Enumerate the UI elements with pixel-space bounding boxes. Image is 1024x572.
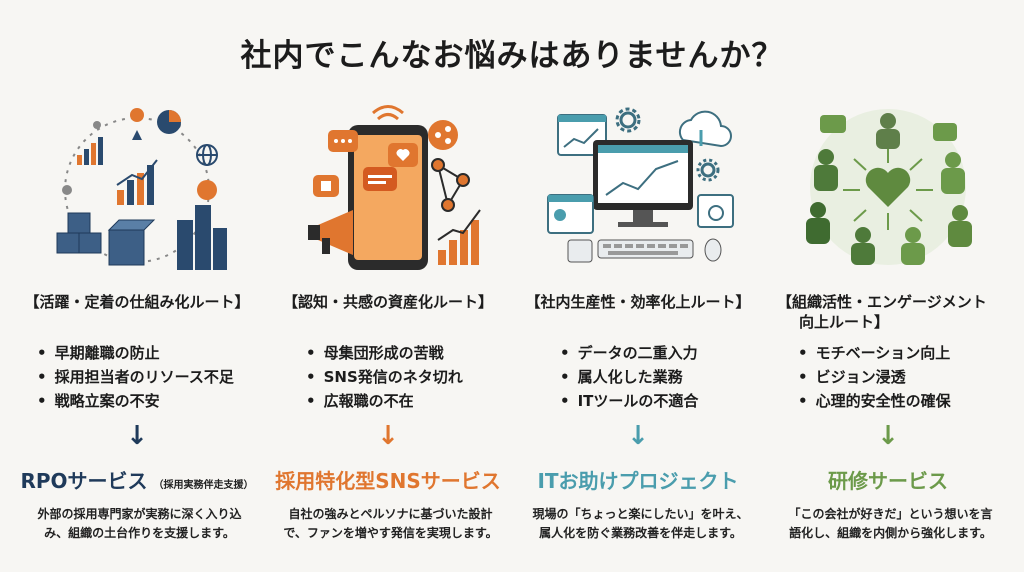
sns-smartphone-illustration	[308, 105, 481, 270]
desc-line: で、ファンを増やす発信を実現します。	[283, 526, 498, 540]
list-item: モチベーション向上	[798, 341, 951, 365]
list-item: 広報職の不在	[306, 389, 463, 413]
route-line: 【組織活性・エンゲージメント	[777, 293, 987, 311]
column-it: 【社内生産性・効率化上ルート】 データの二重入力 属人化した業務 ITツールの不…	[513, 95, 763, 565]
service-description: 自社の強みとペルソナに基づいた設計 で、ファンを増やす発信を実現します。	[268, 505, 513, 543]
down-arrow-icon: ↓	[377, 421, 399, 451]
page-title: 社内でこんなお悩みはありませんか？	[240, 38, 784, 74]
route-label: 【組織活性・エンゲージメント 向上ルート】	[763, 292, 1013, 332]
desc-line: み、組織の土台作りを支援します。	[44, 526, 235, 540]
list-item: データの二重入力	[560, 341, 698, 365]
route-label: 【社内生産性・効率化上ルート】	[525, 293, 751, 311]
issue-list: 早期離職の防止 採用担当者のリソース不足 戦略立案の不安	[37, 341, 234, 413]
desc-line: 属人化を防ぐ業務改善を伴走します。	[539, 526, 742, 540]
issue-list: データの二重入力 属人化した業務 ITツールの不適合	[560, 341, 699, 413]
down-arrow-icon: ↓	[126, 421, 148, 451]
column-rpo: 【活躍・定着の仕組み化ルート】 早期離職の防止 採用担当者のリソース不足 戦略立…	[12, 95, 262, 565]
list-item: 母集団形成の苦戦	[306, 341, 463, 365]
route-label: 【活躍・定着の仕組み化ルート】	[24, 293, 250, 311]
list-item: 属人化した業務	[560, 365, 698, 389]
desc-line: 自社の強みとペルソナに基づいた設計	[288, 507, 493, 521]
service-description: 外部の採用専門家が実務に深く入り込 み、組織の土台作りを支援します。	[17, 505, 262, 543]
service-name: 研修サービス	[828, 469, 948, 493]
list-item: 心理的安全性の確保	[798, 389, 951, 413]
service-description: 「この会社が好きだ」という想いを言 語化し、組織を内側から強化します。	[768, 505, 1013, 543]
down-arrow-icon: ↓	[627, 421, 649, 451]
list-item: 戦略立案の不安	[37, 389, 234, 413]
column-sns: 【認知・共感の資産化ルート】 母集団形成の苦戦 SNS発信のネタ切れ 広報職の不…	[263, 95, 513, 565]
issue-list: モチベーション向上 ビジョン浸透 心理的安全性の確保	[798, 341, 951, 413]
business-network-illustration	[56, 108, 227, 270]
service-description: 現場の「ちょっと楽にしたい」を叶え、 属人化を防ぐ業務改善を伴走します。	[518, 505, 763, 543]
column-training: 【組織活性・エンゲージメント 向上ルート】 モチベーション向上 ビジョン浸透 心…	[763, 95, 1013, 565]
issue-list: 母集団形成の苦戦 SNS発信のネタ切れ 広報職の不在	[306, 341, 463, 413]
service-name: ITお助けプロジェクト	[537, 469, 739, 493]
list-item: ビジョン浸透	[798, 365, 951, 389]
down-arrow-icon: ↓	[877, 421, 899, 451]
route-label: 【認知・共感の資産化ルート】	[282, 293, 493, 311]
team-engagement-illustration	[806, 109, 972, 265]
desc-line: 外部の採用専門家が実務に深く入り込	[37, 507, 242, 521]
route-line: 向上ルート】	[799, 313, 890, 331]
service-title: RPOサービス	[20, 469, 148, 493]
desc-line: 語化し、組織を内側から強化します。	[789, 526, 992, 540]
it-workstation-illustration	[547, 107, 734, 263]
desc-line: 「この会社が好きだ」という想いを言	[788, 507, 993, 521]
service-note: （採用実務伴走支援）	[153, 480, 254, 491]
desc-line: 現場の「ちょっと楽にしたい」を叶え、	[532, 507, 749, 521]
list-item: SNS発信のネタ切れ	[306, 365, 463, 389]
list-item: 早期離職の防止	[37, 341, 234, 365]
list-item: 採用担当者のリソース不足	[37, 365, 234, 389]
service-name: RPOサービス （採用実務伴走支援）	[12, 465, 262, 494]
list-item: ITツールの不適合	[560, 389, 699, 413]
service-name: 採用特化型SNSサービス	[275, 469, 501, 493]
